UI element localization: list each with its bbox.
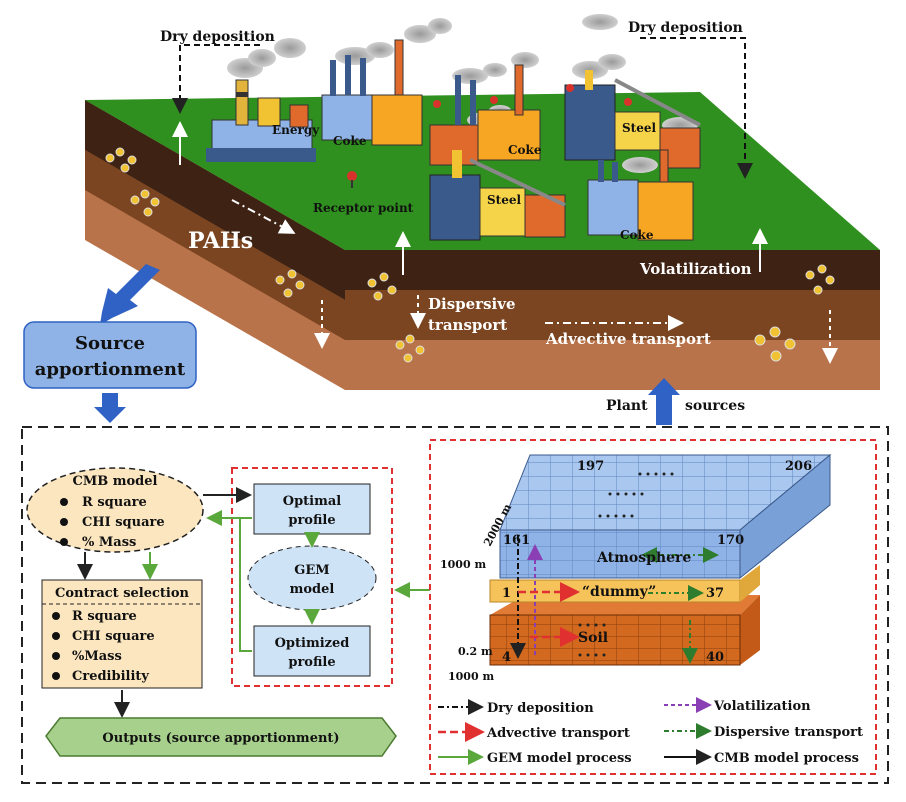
grid-number-161: 161 [503,533,530,548]
grid-ellipsis-dots [578,472,674,657]
atmosphere-label: Atmosphere [596,550,691,566]
legend-volatilization: Volatilization [713,699,811,714]
steel-label-1: Steel [622,121,656,135]
dummy-label: “dummy” [582,584,656,600]
volatilization-label: Volatilization [639,260,752,278]
contract-selection-title: Contract selection [55,586,190,601]
height-02m-label: 0.2 m [458,645,493,658]
factory-coke-3 [587,149,694,241]
transport-arrows [172,121,838,364]
factory-coke-2 [429,64,541,166]
width-1000m-label: 1000 m [448,670,494,683]
contract-selection-box [41,579,203,689]
bottom-panel-frame [21,426,889,784]
plant-sources-arrow-icon [648,378,680,425]
pahs-molecule-icon [105,147,835,363]
grid-number-40: 40 [706,650,724,665]
gem-model-line2: model [290,582,335,597]
dry-deposition-label-left: Dry deposition [160,29,275,45]
legend: Dry deposition Volatilization Advective … [438,697,863,766]
steel-label-2: Steel [487,193,521,207]
gem-model-ellipse [247,545,377,611]
height-1000m-label: 1000 m [440,558,486,571]
source-apportionment-box [23,321,197,389]
factory-energy [206,79,316,162]
grid-number-37: 37 [706,586,724,601]
sources-label: sources [685,398,745,414]
contract-item: %Mass [72,649,122,664]
cmb-model-title: CMB model [73,474,158,489]
factory-steel-2 [429,150,566,241]
cmb-item: CHI square [82,515,165,530]
outputs-label: Outputs (source apportionment) [102,731,339,746]
grid-frame [429,439,877,775]
legend-dry-deposition: Dry deposition [487,701,594,716]
pahs-label: PAHs [188,228,253,254]
contract-item: CHI square [72,629,155,644]
soil-layer [489,595,760,666]
dry-deposition-label-right: Dry deposition [628,20,743,36]
dispersive-label-2: transport [428,316,507,334]
gem-model-line1: GEM [294,563,329,578]
plant-label: Plant [606,398,648,414]
coke-label-2: Coke [508,143,542,157]
optimized-profile-box [253,625,371,677]
factory-steel-1 [564,70,701,169]
legend-cmb-model: CMB model process [714,751,859,766]
optimal-profile-line2: profile [288,513,335,528]
grid-number-4: 4 [502,650,511,665]
cmb-item: % Mass [82,535,136,550]
legend-dispersive: Dispersive transport [714,725,863,740]
source-apportionment-line2: apportionment [35,359,186,380]
legend-gem-model: GEM model process [487,751,632,766]
receptor-pin-icon [347,84,632,188]
grid-number-206: 206 [785,459,812,474]
grid-number-197: 197 [577,459,604,474]
coke-label-1: Coke [333,134,367,148]
atmosphere-layer [499,453,832,580]
grid-number-1: 1 [502,586,511,601]
advective-transport-label: Advective transport [545,330,711,348]
optimized-profile-line2: profile [288,655,335,670]
pahs-to-source-arrow-icon [100,264,160,325]
optimal-profile-line1: Optimal [283,494,342,509]
gem-frame [231,467,393,687]
dry-deposition-arrow-right [640,37,753,179]
down-arrow-icon [94,393,126,423]
source-apportionment-line1: Source [75,333,145,354]
contract-item: R square [72,609,137,624]
smoke-plumes [227,14,698,173]
dispersive-label-1: Dispersive [428,295,516,313]
dry-deposition-arrow-left [172,44,260,114]
soil-label: Soil [578,630,608,646]
receptor-point-label: Receptor point [313,201,414,215]
optimized-profile-line1: Optimized [275,636,350,651]
optimal-profile-box [253,483,371,535]
energy-label: Energy [272,123,320,137]
coke-label-3: Coke [620,228,654,242]
outputs-box [45,717,397,757]
factory-coke-1 [321,39,423,146]
legend-advective: Advective transport [486,726,630,741]
cmb-model-ellipse [26,467,204,553]
grid-number-170: 170 [717,533,744,548]
contract-item: Credibility [72,669,149,684]
cmb-item: R square [82,495,147,510]
